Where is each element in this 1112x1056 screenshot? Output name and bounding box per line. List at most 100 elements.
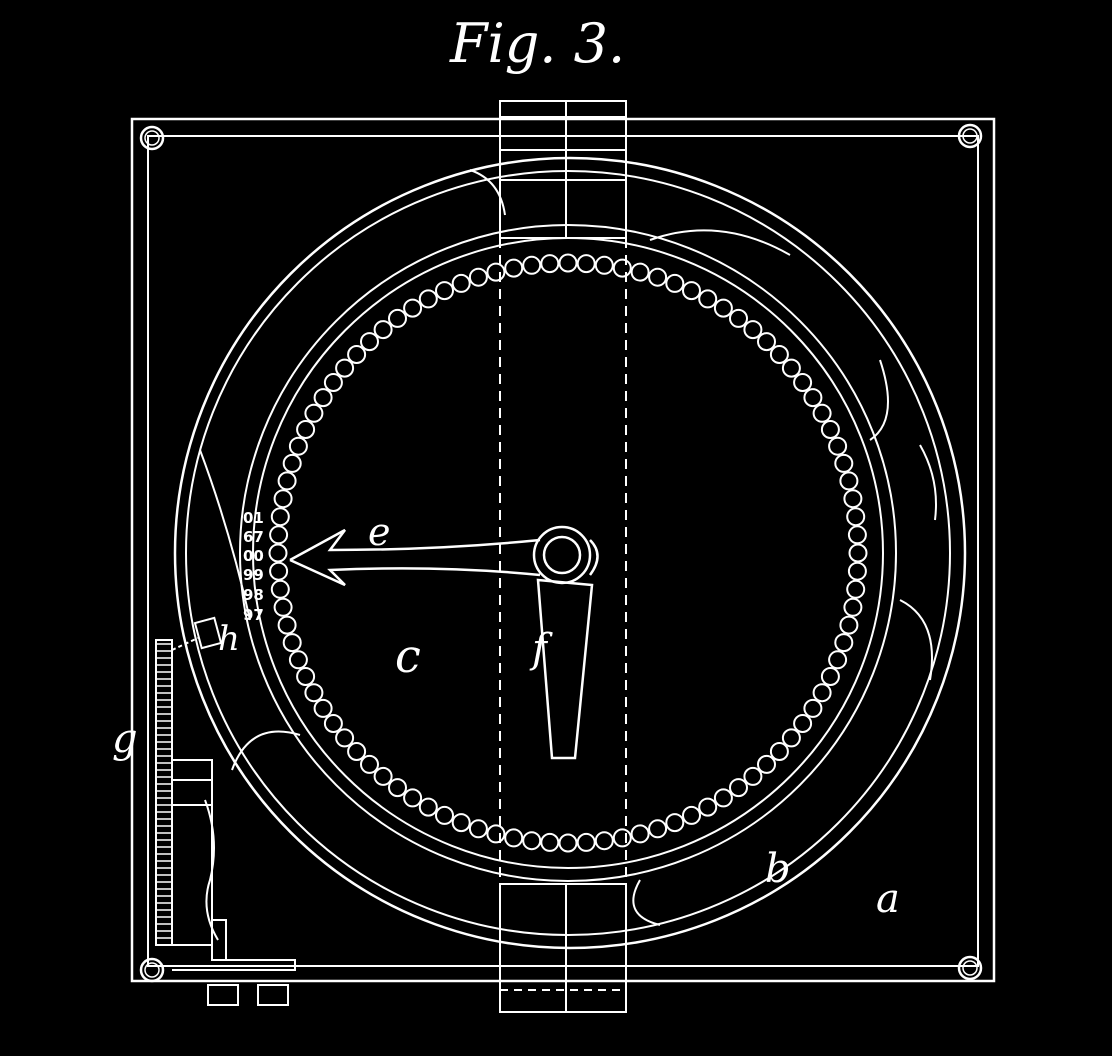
bottom-strap bbox=[499, 883, 627, 1013]
dial-hole bbox=[504, 828, 524, 848]
figure-title: Fig. 3. bbox=[449, 12, 625, 75]
dial-hole bbox=[839, 471, 859, 491]
dial-hole bbox=[843, 597, 863, 617]
dial-hole bbox=[812, 403, 832, 423]
dial-hole bbox=[273, 597, 293, 617]
dial-hole bbox=[729, 308, 748, 328]
dial-numbers: 01 67 00 99 98 97 bbox=[243, 509, 264, 624]
dial-hole bbox=[277, 615, 297, 635]
box-frame-inner bbox=[147, 135, 979, 967]
dial-hole bbox=[435, 281, 454, 301]
dial-hole bbox=[743, 766, 763, 786]
dial-hole bbox=[648, 267, 668, 287]
corner-screws bbox=[139, 123, 983, 983]
dial-hole bbox=[388, 778, 407, 798]
dial-hole bbox=[451, 813, 471, 833]
dial-hole bbox=[269, 561, 289, 581]
dial-hole bbox=[820, 667, 840, 686]
dial-hole bbox=[323, 714, 343, 733]
dial-hole bbox=[682, 281, 701, 301]
pointer-arm-e bbox=[289, 525, 599, 587]
dial-hole bbox=[288, 650, 308, 670]
dial-holes bbox=[268, 253, 868, 853]
dial-hole bbox=[828, 436, 848, 456]
dial-hole bbox=[846, 579, 866, 599]
handle-f bbox=[536, 578, 594, 760]
outer-ring-inner-edge bbox=[185, 170, 951, 936]
dial-hole bbox=[594, 255, 614, 275]
dial-hole bbox=[558, 833, 578, 853]
dial-hole bbox=[793, 373, 813, 392]
dial-hole bbox=[843, 489, 863, 509]
dial-hole bbox=[594, 831, 614, 851]
dial-hole bbox=[793, 714, 813, 733]
dial-hole bbox=[803, 698, 823, 718]
dial-hole bbox=[313, 388, 333, 408]
dial-hole bbox=[648, 819, 668, 839]
box-frame-outer bbox=[130, 117, 996, 983]
label-h: h bbox=[218, 619, 240, 659]
dial-hole bbox=[277, 471, 297, 491]
outer-ring bbox=[173, 156, 967, 950]
dial-hole bbox=[834, 633, 854, 653]
dial-hole bbox=[846, 507, 866, 527]
dial-hole bbox=[304, 683, 324, 703]
dial-hole bbox=[540, 254, 560, 274]
dial-hole bbox=[296, 420, 316, 439]
dial-hole bbox=[803, 388, 823, 408]
dial-hole bbox=[558, 253, 578, 273]
dial-hole bbox=[313, 698, 333, 718]
dial-hole bbox=[769, 742, 789, 761]
dial-hole bbox=[347, 345, 367, 364]
dial-hole bbox=[335, 358, 355, 378]
dial-hole bbox=[323, 373, 343, 392]
dial-hole bbox=[273, 489, 293, 509]
dial-hole bbox=[335, 728, 355, 748]
dial-hole bbox=[282, 453, 302, 473]
dial-hole bbox=[820, 420, 840, 439]
dial-hole bbox=[304, 403, 324, 423]
dial-hole bbox=[757, 332, 776, 352]
dial-hole bbox=[698, 797, 718, 817]
dial-hole bbox=[373, 766, 393, 786]
label-c: c bbox=[395, 629, 421, 683]
dial-hole bbox=[504, 258, 524, 278]
dial-hole bbox=[403, 298, 423, 318]
ring-slots bbox=[199, 169, 937, 926]
dial-hole bbox=[270, 579, 290, 599]
dial-hole bbox=[288, 436, 308, 456]
dial-hole bbox=[743, 320, 763, 340]
dial-hole bbox=[698, 289, 718, 309]
dial-hole bbox=[665, 813, 685, 833]
dial-number: 00 bbox=[243, 547, 264, 565]
dial-number: 99 bbox=[243, 566, 264, 584]
dial-hole bbox=[839, 615, 859, 635]
label-g: g bbox=[112, 716, 138, 762]
dial-number: 98 bbox=[243, 586, 264, 604]
dial-hole bbox=[847, 525, 867, 545]
dial-hole bbox=[403, 788, 423, 808]
dial-hole bbox=[268, 543, 288, 563]
gear-rack-g bbox=[155, 639, 296, 971]
dial-hole bbox=[522, 831, 542, 851]
dial-hole bbox=[757, 754, 776, 774]
dial-hole bbox=[665, 273, 685, 293]
dial-hole bbox=[630, 262, 650, 282]
dial-hole bbox=[347, 742, 367, 761]
dial-hole bbox=[282, 633, 302, 653]
dial-number: 01 bbox=[243, 509, 264, 527]
dial-hole bbox=[612, 828, 632, 848]
pawl-h bbox=[171, 616, 223, 651]
dial-hole bbox=[540, 832, 560, 852]
dial-hole bbox=[576, 254, 596, 274]
top-strap bbox=[499, 100, 627, 239]
dial-hole bbox=[451, 273, 471, 293]
center-strap-dashed bbox=[499, 238, 627, 884]
dial-hole bbox=[468, 267, 488, 287]
dial-number: 97 bbox=[243, 606, 264, 624]
dial-hole bbox=[418, 797, 438, 817]
dial-hole bbox=[729, 778, 748, 798]
middle-ring bbox=[239, 224, 897, 882]
dial-hole bbox=[769, 345, 789, 364]
